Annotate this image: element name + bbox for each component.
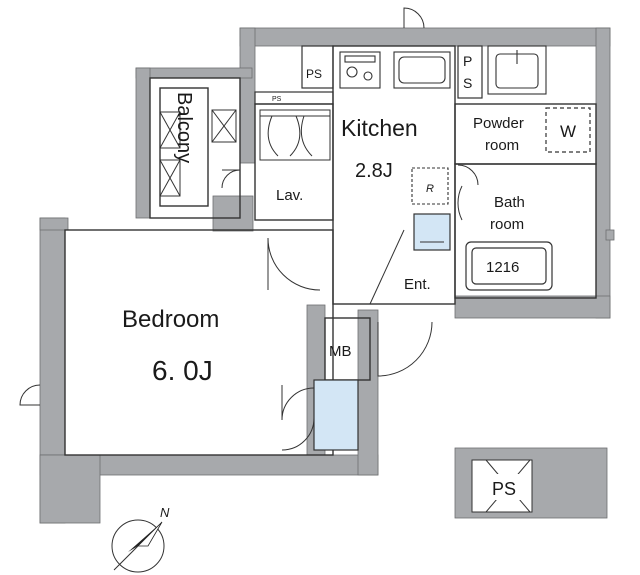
kitchen-counter <box>339 51 451 205</box>
kitchen-size: 2.8J <box>355 160 393 182</box>
lav-closet <box>259 109 331 161</box>
compass: N <box>111 505 170 573</box>
ps-label-top-left: PS <box>306 67 322 81</box>
outside-ps: PS <box>485 459 531 513</box>
bedroom-closet <box>313 379 359 451</box>
ps-label-s: S <box>463 75 472 91</box>
powder-label-2: room <box>485 137 519 154</box>
washer-space <box>545 107 591 153</box>
balcony-units <box>150 109 240 219</box>
fridge-label: R <box>426 183 434 195</box>
room-outlines <box>64 45 597 456</box>
bath-label-1: Bath <box>494 194 525 211</box>
north-label: N <box>160 505 170 520</box>
washbasin <box>487 45 547 95</box>
powder-label-1: Powder <box>473 115 524 132</box>
bedroom-label: Bedroom <box>122 306 219 333</box>
bath-label-2: room <box>490 216 524 233</box>
ps-label-tiny: PS <box>272 96 282 103</box>
ps-label-p: P <box>463 53 472 69</box>
ent-label: Ent. <box>404 276 431 293</box>
room-labels: Kitchen 2.8J R Powder room W Bath room 1… <box>122 53 576 386</box>
ps-shafts <box>254 45 483 105</box>
door-swings <box>19 7 479 451</box>
kitchen-label: Kitchen <box>341 115 418 141</box>
lav-label: Lav. <box>276 187 303 204</box>
shoe-cabinet <box>413 213 451 251</box>
bathtub <box>465 241 553 291</box>
ps-label-outside: PS <box>492 479 516 499</box>
washer-label: W <box>560 122 576 141</box>
bedroom-size: 6. 0J <box>152 355 213 386</box>
mb-label: MB <box>329 343 352 360</box>
balcony-label: Balcony <box>173 92 195 163</box>
tub-label: 1216 <box>486 259 519 276</box>
